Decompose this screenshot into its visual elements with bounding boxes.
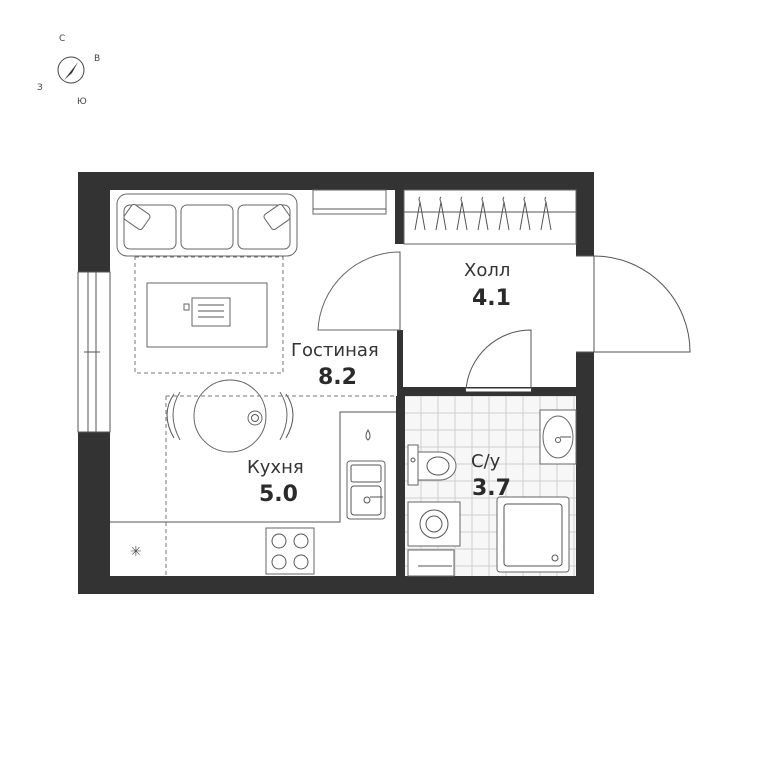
doors <box>317 251 691 392</box>
sink-drain <box>363 496 371 504</box>
stove <box>265 527 315 575</box>
hanger-icon <box>435 196 447 231</box>
room-area-hall: 4.1 <box>472 286 511 311</box>
wall-bath-kitchen <box>396 396 405 576</box>
bathroom-fixtures <box>407 409 577 577</box>
rug-outline <box>134 256 284 374</box>
kitchen-sink <box>346 460 386 520</box>
wall-bottom <box>78 576 594 594</box>
walls <box>78 172 594 594</box>
sofa <box>116 193 298 257</box>
compass-north: С <box>59 34 65 44</box>
shower-tray-inner <box>503 503 563 567</box>
window-left <box>77 271 111 433</box>
washbasin-drain <box>555 437 561 443</box>
door-entrance <box>593 255 691 353</box>
room-labels: Гостиная 8.2 Холл 4.1 Кухня 5.0 С/у 3.7 <box>247 260 511 507</box>
compass-west: З <box>37 83 43 93</box>
sink-basin <box>350 485 382 516</box>
sofa-cushion <box>180 204 234 250</box>
wall-right-lower <box>576 352 594 594</box>
chair-right-back <box>285 393 294 439</box>
hanger-icon <box>456 196 468 231</box>
sink-drainer <box>350 464 382 483</box>
stove-burner <box>271 554 287 570</box>
snowflake-icon: ✳ <box>130 544 142 560</box>
hanger-icon <box>519 196 531 231</box>
room-name-bathroom: С/у <box>471 451 501 472</box>
washing-machine <box>407 501 461 547</box>
stove-burner <box>293 554 309 570</box>
room-area-kitchen: 5.0 <box>259 482 298 507</box>
shower-tray <box>496 496 570 573</box>
compass: С В Ю З <box>37 34 100 107</box>
door-bathroom <box>465 329 532 391</box>
hanger-icon <box>414 196 426 231</box>
plate-inner <box>251 414 259 422</box>
wall-shelf <box>312 189 387 215</box>
kitchen-counter: ✳ <box>110 411 396 575</box>
toilet-tank <box>407 444 419 486</box>
stove-burner <box>293 533 309 549</box>
wardrobe <box>403 189 577 245</box>
compass-circle <box>57 56 85 84</box>
sofa-pillow <box>263 203 291 231</box>
door-entrance-bg <box>594 256 690 365</box>
compass-arrow-icon <box>64 62 78 80</box>
water-drop-icon <box>365 428 371 441</box>
door-entrance-leaf <box>576 256 595 353</box>
hanger-icon <box>477 196 489 231</box>
bathroom-cabinet <box>407 549 455 577</box>
room-name-hall: Холл <box>464 260 510 281</box>
wall-living-hall-lower <box>397 330 403 392</box>
room-name-living: Гостиная <box>291 340 379 361</box>
shower-drain <box>551 554 559 562</box>
toilet-button <box>410 457 416 463</box>
compass-south: Ю <box>77 97 87 107</box>
chair-left <box>172 391 181 441</box>
chair-left-back <box>166 393 175 439</box>
room-name-kitchen: Кухня <box>247 457 304 478</box>
toilet-seat <box>426 456 450 476</box>
room-area-living: 8.2 <box>318 365 357 390</box>
sofa-pillow <box>123 203 151 231</box>
wardrobe-frame <box>403 189 577 245</box>
counter-edge <box>110 411 396 523</box>
hanger-icon <box>498 196 510 231</box>
wall-living-hall <box>395 190 404 244</box>
toilet-bowl <box>417 451 457 481</box>
washing-machine-door <box>425 515 443 533</box>
wall-left-lower <box>78 432 110 594</box>
hanger-icon <box>540 196 552 231</box>
hangers <box>414 196 552 231</box>
plate-icon <box>247 410 263 426</box>
stove-burner <box>271 533 287 549</box>
room-area-bathroom: 3.7 <box>472 476 511 501</box>
compass-east: В <box>94 54 100 64</box>
dining-table <box>193 379 267 453</box>
dining-set <box>166 379 294 453</box>
washing-machine-drum <box>419 509 449 539</box>
door-living-hall <box>317 251 401 331</box>
wall-top <box>78 172 594 190</box>
laptop-icon <box>183 297 231 327</box>
wall-right-upper <box>576 172 594 256</box>
chair-right <box>279 391 288 441</box>
